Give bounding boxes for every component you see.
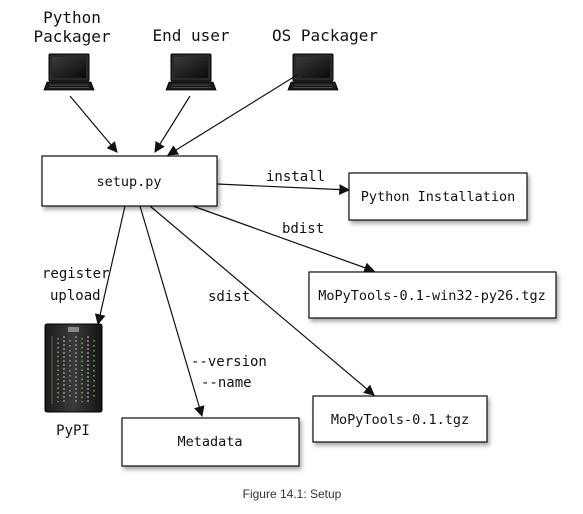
edge-bdist xyxy=(189,204,376,273)
sdist-file-node-label: MoPyTools-0.1.tgz xyxy=(331,412,469,428)
edge-register-upload xyxy=(94,205,126,326)
edge-metadata xyxy=(139,205,205,418)
edge-python-packager-to-setup xyxy=(69,95,118,153)
sdist-file-node: MoPyTools-0.1.tgz xyxy=(312,395,488,443)
setup-node: setup.py xyxy=(41,155,218,207)
version-edge-label: --version xyxy=(191,354,267,370)
edge-install xyxy=(216,183,351,195)
end-user-label: End user xyxy=(152,26,229,45)
os-packager-label: OS Packager xyxy=(272,26,378,45)
end-user-laptop-icon xyxy=(165,53,217,91)
setup-node-label: setup.py xyxy=(96,174,161,190)
register-edge-label: register xyxy=(42,266,109,282)
pypi-label: PyPI xyxy=(56,423,90,439)
bdist-edge-label: bdist xyxy=(282,221,324,237)
install-edge-label: install xyxy=(266,169,325,185)
pypi-server-icon xyxy=(44,323,103,413)
edge-sdist xyxy=(149,205,375,396)
sdist-edge-label: sdist xyxy=(208,289,250,305)
metadata-node: Metadata xyxy=(121,417,300,467)
python-packager-laptop-icon xyxy=(43,53,95,91)
python-packager-label-line2: Packager xyxy=(33,27,110,46)
edge-os-packager-to-setup xyxy=(167,74,298,156)
upload-edge-label: upload xyxy=(50,288,101,304)
python-packager-label-line1: Python xyxy=(43,8,101,27)
name-edge-label: --name xyxy=(201,375,252,391)
os-packager-laptop-icon xyxy=(287,53,339,91)
metadata-node-label: Metadata xyxy=(177,434,242,450)
python-installation-node-label: Python Installation xyxy=(361,189,515,205)
bdist-file-node-label: MoPyTools-0.1-win32-py26.tgz xyxy=(318,288,546,304)
bdist-file-node: MoPyTools-0.1-win32-py26.tgz xyxy=(308,271,557,319)
python-installation-node: Python Installation xyxy=(348,172,528,221)
edge-end-user-to-setup xyxy=(154,95,191,153)
figure-caption: Figure 14.1: Setup xyxy=(243,487,342,501)
